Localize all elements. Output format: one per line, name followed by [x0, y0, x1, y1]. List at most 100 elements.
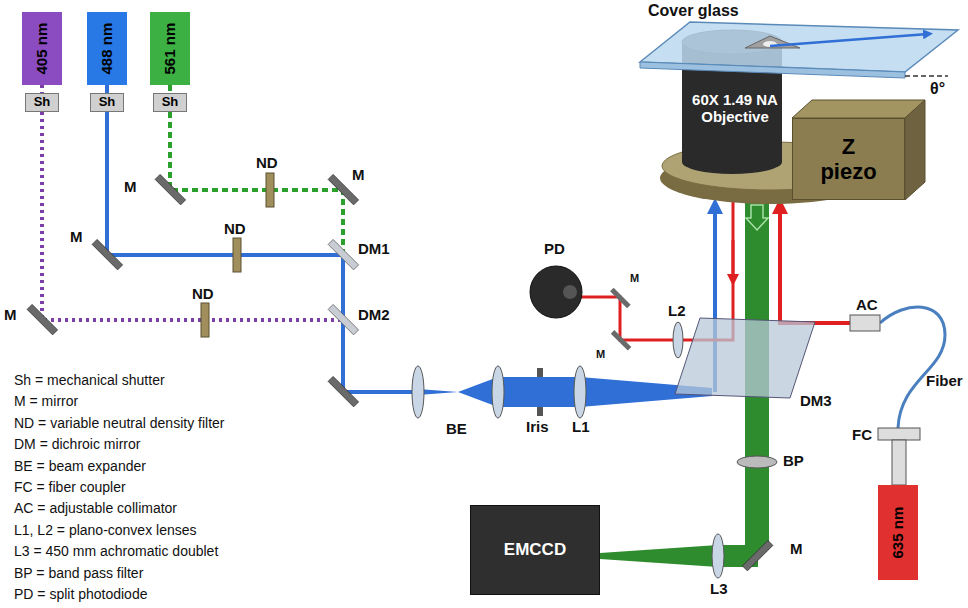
part-label: ND [192, 285, 214, 302]
camera-box: EMCCD [470, 505, 600, 595]
legend-entry: M = mirror [14, 393, 78, 409]
node-text: Sh [99, 95, 116, 110]
node-text: Sh [162, 95, 179, 110]
node-text: 561 nm [161, 23, 178, 75]
part-label: Fiber [926, 372, 963, 389]
node-text: Z piezo [814, 134, 884, 185]
shutter-box: Sh [153, 93, 187, 112]
part-label: M [4, 306, 17, 323]
z-piezo [792, 100, 925, 118]
mirror [742, 540, 772, 570]
blue-beam [107, 112, 418, 392]
part-label: BP [783, 452, 804, 469]
beam-connector [105, 85, 109, 93]
objective-body [682, 150, 782, 174]
legend-entry: BP = band pass filter [14, 565, 143, 581]
part-label: M [630, 272, 639, 285]
node-text: EMCCD [504, 540, 566, 560]
fiber-coupler [892, 440, 906, 485]
laser-source: 561 nm [150, 12, 190, 85]
part-label: M [790, 540, 803, 557]
legend-entry: L3 = 450 mm achromatic doublet [14, 543, 218, 559]
lens [412, 366, 424, 418]
part-label: L1 [572, 418, 590, 435]
shutter-box: Sh [90, 93, 124, 112]
lens [492, 366, 504, 418]
laser-source: 635 nm [878, 485, 918, 580]
band-pass-filter [737, 456, 777, 468]
node-text: 488 nm [98, 23, 115, 75]
shutter-box: Sh [25, 93, 59, 112]
part-label: BE [446, 420, 467, 437]
emerging-beam [770, 34, 928, 46]
beam-connector [40, 85, 44, 93]
blue-beam [498, 377, 580, 407]
part-label: DM2 [358, 306, 390, 323]
legend-entry: Sh = mechanical shutter [14, 372, 165, 388]
laser-source: 488 nm [87, 12, 127, 85]
laser-source: 405 nm [22, 12, 62, 85]
part-label: ND [256, 154, 278, 171]
iris [537, 368, 543, 377]
node-text: 405 nm [33, 23, 50, 75]
nd-filter [201, 303, 209, 337]
iris [537, 407, 543, 416]
violet-beam [42, 112, 343, 320]
node-text: 60X 1.49 NA Objective [686, 91, 784, 126]
mirror [92, 239, 122, 269]
lens [574, 366, 586, 418]
mirror [611, 330, 632, 351]
lens [673, 322, 683, 358]
part-label: PD [544, 240, 565, 257]
part-label: ND [224, 220, 246, 237]
red-beam [780, 206, 850, 323]
mirror [27, 304, 57, 334]
emission-beam [600, 545, 718, 567]
dichroic-mirror [328, 304, 358, 334]
legend-entry: AC = adjustable collimator [14, 500, 177, 516]
fiber-coupler [878, 428, 920, 440]
part-label: DM1 [358, 240, 390, 257]
beam-connector [168, 85, 172, 93]
mirror [610, 288, 631, 309]
part-label: M [352, 166, 365, 183]
part-label: M [124, 178, 137, 195]
cover-glass [640, 62, 905, 78]
part-label: DM3 [800, 392, 832, 409]
z-piezo [905, 100, 925, 200]
part-label: M [596, 348, 605, 361]
photodiode-window [563, 285, 577, 299]
part-label: L3 [710, 580, 728, 597]
legend-entry: L1, L2 = plano-convex lenses [14, 522, 197, 538]
part-label: FC [852, 426, 872, 443]
nd-filter [233, 238, 241, 272]
part-label: θ° [930, 80, 945, 98]
dichroic-mirror [675, 318, 815, 398]
legend-entry: PD = split photodiode [14, 586, 147, 602]
split-photodiode [530, 266, 582, 318]
legend-entry: BE = beam expander [14, 458, 146, 474]
legend-entry: DM = dichroic mirror [14, 436, 140, 452]
part-label: Iris [526, 418, 549, 435]
objective-label: 60X 1.49 NA Objective [686, 72, 784, 144]
dichroic-mirror [328, 239, 358, 269]
node-text: 635 nm [889, 507, 906, 559]
nd-filter [266, 173, 274, 207]
angle-reference [905, 75, 948, 77]
lens [712, 534, 724, 578]
part-label: AC [856, 296, 878, 313]
red-beam [732, 240, 735, 280]
node-text: Sh [34, 95, 51, 110]
legend-entry: FC = fiber coupler [14, 479, 126, 495]
part-label: L2 [668, 302, 686, 319]
green-beam [170, 112, 343, 253]
fiber [880, 307, 945, 428]
part-label: Cover glass [648, 2, 739, 20]
part-label: M [70, 228, 83, 245]
emission-arrow [746, 205, 768, 230]
legend-entry: ND = variable neutral density filter [14, 415, 225, 431]
z-piezo-box: Z piezo [792, 118, 905, 200]
collimator [850, 315, 880, 331]
mirror [328, 376, 358, 406]
